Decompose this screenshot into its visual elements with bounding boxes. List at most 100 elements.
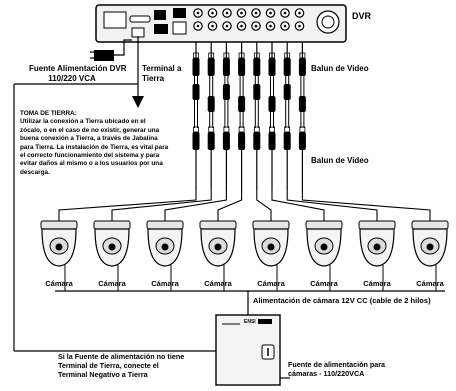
camera-cable <box>164 190 227 222</box>
dvr-power-label: Fuente Alimentación DVR 110/220 VCA <box>29 64 127 84</box>
bnc-port-pin-icon <box>283 24 287 28</box>
camera-cable <box>111 190 212 222</box>
dvr-video-ports <box>193 8 305 31</box>
camera-power-supply <box>215 314 290 386</box>
balun-icon <box>238 58 246 76</box>
balun-icon <box>283 132 291 150</box>
camera-cable <box>217 190 243 222</box>
balun-connector-icon <box>299 126 306 133</box>
camera-label-1: Cámara <box>45 279 73 288</box>
camera-power-label: Alimentación de cámara 12V CC (cable de … <box>253 296 431 305</box>
bnc-port-pin-icon <box>269 11 272 15</box>
camera-cable <box>58 190 197 222</box>
balun-connector-icon <box>193 126 199 133</box>
bnc-port-pin-icon <box>196 11 200 15</box>
camera-power-bus <box>55 290 445 315</box>
psu-brand: ENSI <box>244 319 256 325</box>
balun-icon <box>192 132 200 150</box>
balun-icon <box>222 58 230 76</box>
ground-note-line-1: Utilizar la conexión a Tierra ubicado en… <box>20 118 146 126</box>
camera-7 <box>358 220 396 291</box>
video-cables <box>58 42 431 222</box>
camera-mount-icon <box>252 220 290 230</box>
inline-balun-icon <box>283 84 291 100</box>
camera-lens-icon <box>214 243 222 251</box>
inline-balun-icon <box>298 96 306 112</box>
bnc-port-pin-icon <box>298 24 301 28</box>
balun-icon <box>238 132 246 150</box>
camera-lens-icon <box>108 243 116 251</box>
balun-icon <box>283 58 291 76</box>
balun-connector-icon <box>238 126 245 133</box>
camera-mount-icon <box>146 220 184 230</box>
bnc-port-pin-icon <box>298 11 301 15</box>
inline-balun-icon <box>268 96 276 112</box>
camera-mount-icon <box>93 220 131 230</box>
camera-6 <box>305 220 343 291</box>
balun-icon <box>253 132 261 150</box>
camera-cable <box>301 190 431 222</box>
camera-lens-icon <box>55 243 63 251</box>
ground-note-title: TOMA DE TIERRA: <box>20 110 77 117</box>
camera-label-7: Cámara <box>363 279 391 288</box>
balun-label-mid: Balun de Video <box>311 156 369 165</box>
camera-lens-icon <box>161 243 169 251</box>
dvr-label: DVR <box>352 11 372 21</box>
inline-balun-icon <box>192 84 200 100</box>
dvr-power-label-line-2: 110/220 VCA <box>48 74 96 83</box>
bnc-port-pin-icon <box>254 11 258 15</box>
camera-mount-icon <box>411 220 449 230</box>
camera-mount-icon <box>40 220 78 230</box>
balun-icon <box>268 132 276 150</box>
psu-ground-note-line-3: Terminal Negativo a Tierra <box>58 370 148 379</box>
balun-connector-icon <box>208 126 215 133</box>
camera-mount-icon <box>199 220 237 230</box>
inline-balun-icon <box>253 84 261 100</box>
psu-label-line-1: Fuente de alimentación para <box>288 360 386 369</box>
camera-mount-icon <box>358 220 396 230</box>
bnc-port-pin-icon <box>269 24 272 28</box>
camera-cable <box>271 190 325 222</box>
balun-icon <box>298 132 306 150</box>
bnc-port-pin-icon <box>211 24 214 28</box>
camera-label-8: Cámara <box>416 279 444 288</box>
ground-note: TOMA DE TIERRA: Utilizar la conexión a T… <box>20 110 198 177</box>
dvr-power-adapter <box>90 39 132 61</box>
camera-1 <box>40 220 78 291</box>
camera-group <box>40 220 449 291</box>
camera-label-4: Cámara <box>204 279 232 288</box>
bnc-port-pin-icon <box>240 24 243 28</box>
balun-icon <box>268 58 276 76</box>
balun-label-top: Balun de Video <box>311 64 369 73</box>
camera-lens-icon <box>426 243 434 251</box>
bnc-port-pin-icon <box>225 24 229 28</box>
balun-icon <box>192 58 200 76</box>
balun-connector-icon <box>284 126 291 133</box>
camera-label-2: Cámara <box>98 279 126 288</box>
balun-icon <box>222 132 230 150</box>
camera-lens-icon <box>373 243 381 251</box>
psu-ground-note-line-2: Terminal de Tierra, conecte el <box>58 361 159 370</box>
camera-3 <box>146 220 184 291</box>
balun-connector-icon <box>269 126 275 133</box>
ground-terminal-label: Terminal a Tierra <box>142 64 181 84</box>
camera-label-3: Cámara <box>151 279 179 288</box>
camera-8 <box>411 220 449 291</box>
camera-mount-icon <box>305 220 343 230</box>
ground-wire <box>13 36 216 352</box>
psu-label: Fuente de alimentación para cámaras - 11… <box>288 360 385 378</box>
ground-terminal-label-line-1: Terminal a <box>142 64 182 73</box>
dvr-unit <box>95 4 347 43</box>
bnc-port-pin-icon <box>196 24 200 28</box>
ground-note-line-3: buena conexión a Tierra, a través de Jab… <box>20 135 158 143</box>
balun-icon <box>298 58 306 76</box>
ground-note-line-4: para Tierra. La instalación de Tierra, e… <box>20 143 169 151</box>
bnc-port-pin-icon <box>283 11 287 15</box>
bnc-port-pin-icon <box>211 11 214 15</box>
dvr-power-label-line-1: Fuente Alimentación DVR <box>29 64 127 73</box>
ground-note-line-6: evitar daños al mismo o a los usuarios p… <box>20 160 163 168</box>
balun-icon <box>207 58 215 76</box>
camera-4 <box>199 220 237 291</box>
camera-cable <box>256 190 272 222</box>
